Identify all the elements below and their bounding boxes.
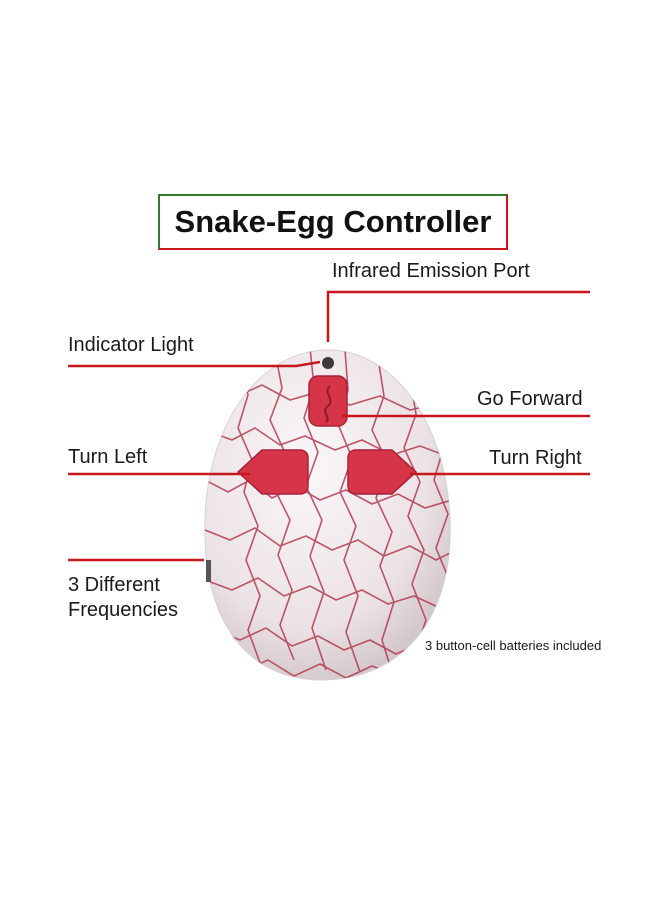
frequency-switch-icon xyxy=(206,560,211,582)
title-box: Snake-Egg Controller xyxy=(158,194,508,250)
turn-left-button[interactable] xyxy=(236,449,309,495)
indicator-label: Indicator Light xyxy=(68,334,194,356)
frequencies-label-line2: Frequencies xyxy=(68,599,179,621)
crack-pattern xyxy=(204,350,451,679)
indicator-light-icon xyxy=(322,357,334,369)
turn-right-button[interactable] xyxy=(347,449,418,495)
indicator-callout-line xyxy=(68,360,321,368)
page-title: Snake-Egg Controller xyxy=(174,204,492,239)
egg-controller xyxy=(204,349,451,681)
right-label: Turn Right xyxy=(489,447,582,469)
frequencies-label-line1: 3 Different xyxy=(68,574,160,596)
infrared-label: Infrared Emission Port xyxy=(332,260,530,282)
forward-button[interactable] xyxy=(308,375,348,427)
infrared-callout-line xyxy=(326,290,590,342)
batteries-note: 3 button-cell batteries included xyxy=(425,638,602,653)
forward-label: Go Forward xyxy=(477,388,583,410)
left-label: Turn Left xyxy=(68,446,148,468)
